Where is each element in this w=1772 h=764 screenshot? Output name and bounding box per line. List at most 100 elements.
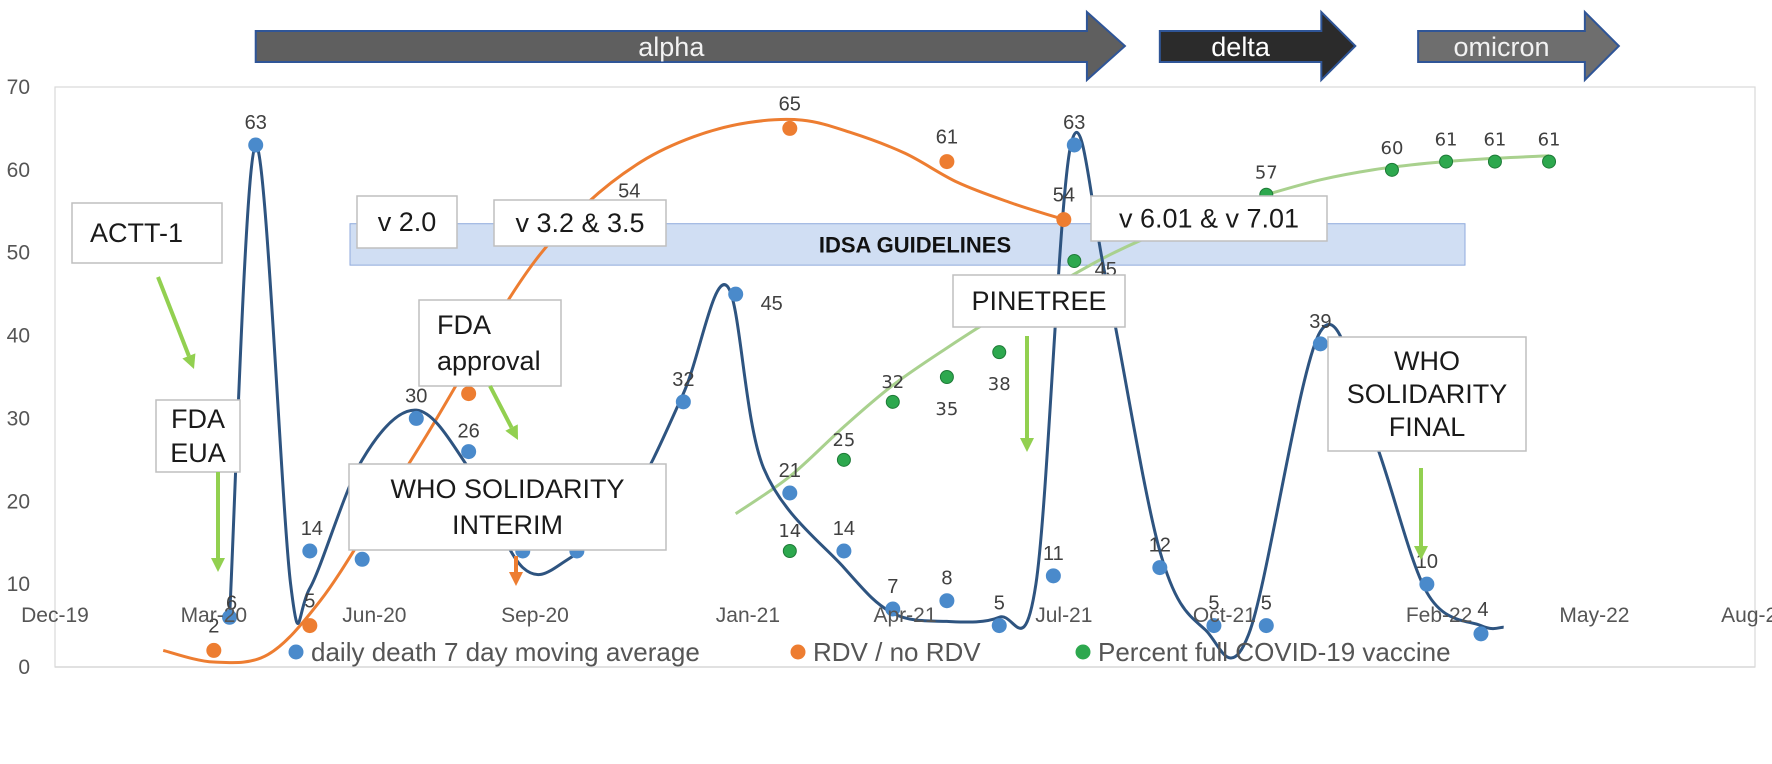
- death-point: [1152, 560, 1168, 576]
- rdv-point: [461, 386, 477, 402]
- legend-label: Percent full COVID-19 vaccine: [1098, 637, 1451, 667]
- rdv-label: 2: [208, 615, 219, 637]
- vaccine-label: 61: [1435, 130, 1458, 151]
- idsa-guidelines-label: IDSA GUIDELINES: [819, 232, 1011, 257]
- who-interim-box: WHO SOLIDARITY INTERIM: [348, 463, 667, 551]
- death-label: 30: [405, 385, 427, 407]
- death-point: [836, 543, 852, 559]
- x-tick-label: Jan-21: [716, 604, 780, 627]
- death-point: [222, 609, 238, 625]
- y-tick-label: 60: [7, 159, 30, 182]
- death-point: [885, 601, 901, 617]
- variant-label-delta: delta: [1211, 32, 1271, 62]
- death-label: 6: [226, 592, 237, 614]
- legend-item: daily death 7 day moving average: [288, 637, 700, 667]
- vaccine-point: [1384, 162, 1399, 177]
- death-label: 39: [1309, 311, 1331, 333]
- actt1-box-text-1: ACTT-1: [90, 218, 183, 248]
- vaccine-label: 32: [881, 372, 904, 393]
- death-point: [1066, 137, 1082, 153]
- death-point: [302, 543, 318, 559]
- legend-item: Percent full COVID-19 vaccine: [1075, 637, 1451, 667]
- rdv-point: [782, 120, 798, 136]
- death-point: [782, 485, 798, 501]
- y-tick-label: 20: [7, 490, 30, 513]
- variant-arrow-delta: delta: [1158, 9, 1357, 83]
- death-label: 21: [779, 460, 801, 482]
- who-interim-box-text-2: INTERIM: [452, 510, 563, 540]
- legend: daily death 7 day moving average RDV / no…: [288, 637, 1451, 667]
- y-tick-label: 70: [7, 76, 30, 99]
- vaccine-point: [1487, 154, 1502, 169]
- legend-item: RDV / no RDV: [790, 637, 981, 667]
- legend-label: RDV / no RDV: [813, 637, 981, 667]
- fda-approval-box-text-1: FDA: [437, 310, 491, 340]
- x-tick-label: Oct-21: [1193, 604, 1256, 627]
- vaccine-point: [1542, 154, 1557, 169]
- death-label: 12: [1149, 535, 1171, 557]
- who-final-box-text-3: FINAL: [1389, 412, 1466, 442]
- vaccine-label: 61: [1538, 130, 1561, 151]
- who-final-box-text-2: SOLIDARITY: [1347, 379, 1508, 409]
- v32-box-text-1: v 3.2 & 3.5: [515, 208, 644, 238]
- vaccine-point: [836, 452, 851, 467]
- vaccine-label: 25: [832, 430, 855, 451]
- y-tick-label: 0: [18, 656, 30, 679]
- legend-marker: [790, 644, 806, 660]
- pinetree-box-text-1: PINETREE: [971, 286, 1106, 316]
- rdv-point: [1056, 212, 1072, 228]
- death-point: [991, 618, 1007, 634]
- v32-box: v 3.2 & 3.5: [493, 199, 667, 247]
- death-label: 32: [672, 369, 694, 391]
- x-tick-label: Dec-19: [21, 604, 89, 627]
- vaccine-label: 57: [1255, 163, 1278, 184]
- vaccine-trend-line: [734, 154, 1550, 515]
- variant-arrow-omicron: omicron: [1417, 9, 1621, 83]
- death-label: 5: [1261, 593, 1272, 615]
- death-label: 63: [1063, 112, 1085, 134]
- vaccine-point: [782, 544, 797, 558]
- variant-arrow-alpha: alpha: [254, 9, 1127, 83]
- death-label: 5: [994, 593, 1005, 615]
- death-label: 63: [245, 112, 267, 134]
- vaccine-label: 60: [1381, 138, 1404, 159]
- legend-marker: [288, 644, 304, 660]
- rdv-label: 65: [779, 93, 801, 115]
- actt1-box: ACTT-1: [71, 202, 223, 264]
- fda-eua-arrow: [211, 472, 225, 572]
- rdv-label: 61: [936, 127, 958, 149]
- vaccine-label: 61: [1483, 130, 1506, 151]
- rdv-label: 5: [304, 591, 315, 613]
- who-final-box-text-1: WHO: [1394, 346, 1460, 376]
- death-label: 14: [833, 518, 855, 540]
- death-label: 11: [1043, 543, 1064, 565]
- rdv-point: [302, 618, 318, 634]
- x-tick-label: Jun-20: [342, 604, 406, 627]
- x-tick-label: Apr-21: [873, 604, 936, 627]
- v2-box-text-1: v 2.0: [378, 207, 437, 237]
- death-point: [408, 410, 424, 426]
- death-trend-line: [228, 130, 1504, 660]
- death-point: [1258, 618, 1274, 634]
- variant-label-omicron: omicron: [1453, 32, 1549, 62]
- legend-label: daily death 7 day moving average: [311, 637, 700, 667]
- death-point: [1419, 576, 1435, 592]
- x-tick-label: Aug-22: [1721, 604, 1772, 627]
- death-point: [1206, 618, 1222, 634]
- who-interim-box-text-1: WHO SOLIDARITY: [390, 474, 624, 504]
- y-tick-label: 50: [7, 242, 30, 265]
- fda-eua-box-text-2: EUA: [170, 438, 226, 468]
- death-point: [939, 593, 955, 609]
- death-label: 4: [1477, 599, 1488, 621]
- death-point: [675, 394, 691, 410]
- death-label: 7: [887, 576, 898, 598]
- death-label: 26: [458, 421, 480, 443]
- pinetree-arrow: [1020, 336, 1034, 452]
- x-tick-label: Jul-21: [1035, 604, 1092, 627]
- death-label: 5: [1208, 593, 1219, 615]
